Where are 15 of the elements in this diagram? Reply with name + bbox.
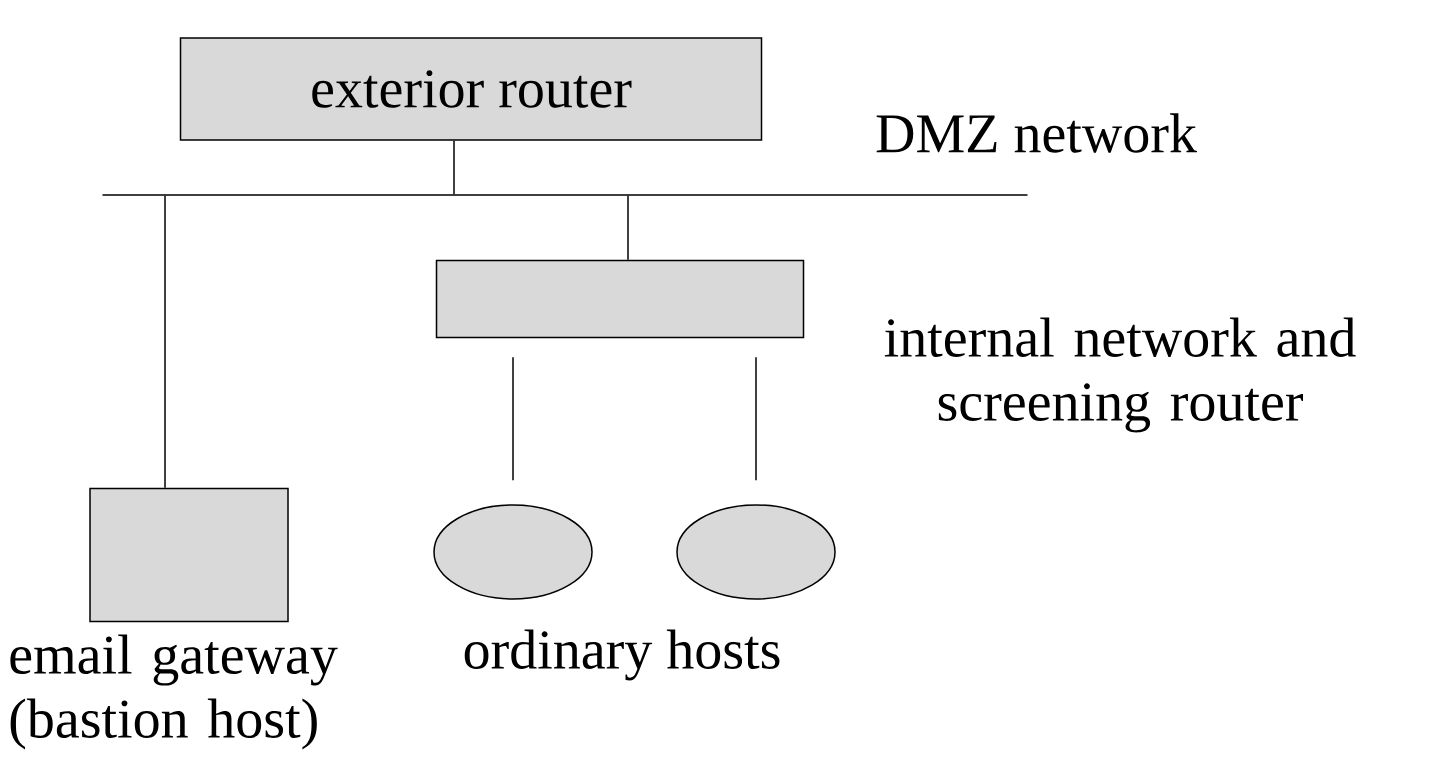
node-caption: email gateway (bastion host) (10, 634, 338, 750)
router-box: exterior router (179, 37, 763, 141)
host-ellipse (676, 504, 836, 600)
node-caption: DMZ network (876, 113, 1197, 153)
node-caption: internal network and screening router (884, 317, 1356, 433)
router-box (435, 259, 805, 339)
network-line (101, 194, 1029, 196)
connector-line (453, 140, 455, 195)
connector-line (755, 356, 757, 481)
host-ellipse (433, 504, 593, 600)
connector-line (627, 195, 629, 261)
gateway-box (89, 487, 289, 623)
hosts-label: ordinary hosts (464, 629, 780, 681)
connector-line (164, 195, 166, 489)
connector-line (512, 356, 514, 481)
